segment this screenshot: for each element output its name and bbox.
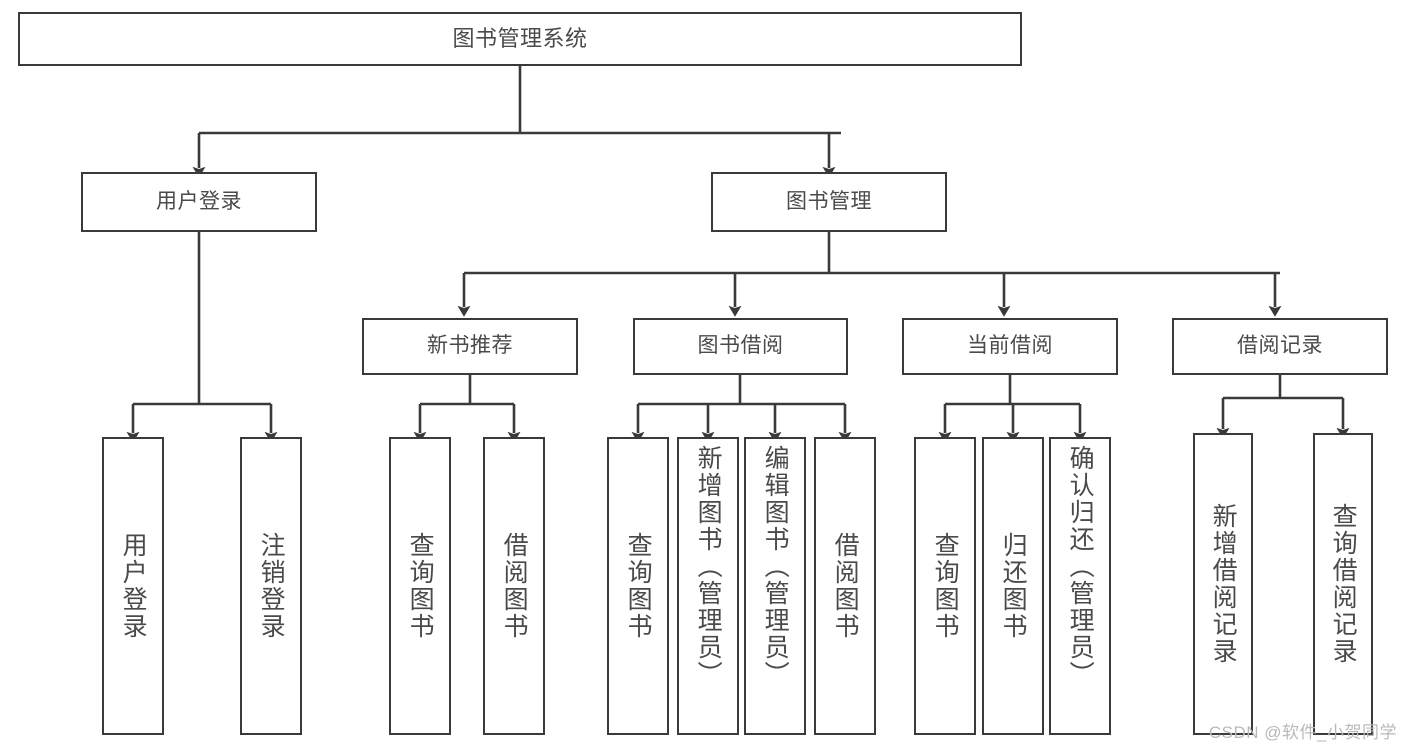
node-label: 当前借阅 [967,334,1053,358]
node-book-management[interactable]: 图书管理 [711,172,947,232]
node-label: 新书推荐 [427,334,513,358]
node-label: 查询图书 [406,532,435,640]
node-label: 图书借阅 [697,334,784,358]
node-current-borrowing[interactable]: 当前借阅 [902,318,1118,375]
node-label: 查询图书 [624,532,653,640]
node-label: 新增借阅记录 [1209,503,1238,665]
node-label: 用户登录 [156,189,242,213]
node-label: 确认归还（管理员） [1066,445,1095,688]
node-label: 查询借阅记录 [1329,503,1358,665]
node-label: 图书管理 [786,189,872,213]
node-label: 图书管理系统 [452,26,588,52]
node-leaf-user-login-logout[interactable]: 注销登录 [240,437,302,735]
node-leaf-book-borrow-add[interactable]: 新增图书（管理员） [677,437,739,735]
node-leaf-book-borrow-edit[interactable]: 编辑图书（管理员） [744,437,806,735]
node-label: 借阅记录 [1237,334,1323,358]
node-label: 注销登录 [257,532,286,640]
node-new-book-recommendation[interactable]: 新书推荐 [362,318,578,375]
node-borrowing-record[interactable]: 借阅记录 [1172,318,1388,375]
node-leaf-new-book-query[interactable]: 查询图书 [389,437,451,735]
node-label: 新增图书（管理员） [694,445,723,688]
node-label: 查询图书 [931,532,960,640]
node-label: 编辑图书（管理员） [761,445,790,688]
node-label: 借阅图书 [831,532,860,640]
node-leaf-borrow-record-query[interactable]: 查询借阅记录 [1313,433,1373,735]
node-label: 借阅图书 [500,532,529,640]
node-leaf-user-login-login[interactable]: 用户登录 [102,437,164,735]
node-leaf-current-borrow-query[interactable]: 查询图书 [914,437,976,735]
node-leaf-new-book-borrow[interactable]: 借阅图书 [483,437,545,735]
node-book-borrowing[interactable]: 图书借阅 [633,318,848,375]
node-leaf-book-borrow-query[interactable]: 查询图书 [607,437,669,735]
node-leaf-borrow-record-add[interactable]: 新增借阅记录 [1193,433,1253,735]
node-root-book-management-system[interactable]: 图书管理系统 [18,12,1022,66]
node-user-login[interactable]: 用户登录 [81,172,317,232]
node-label: 用户登录 [119,532,148,640]
node-leaf-current-borrow-return[interactable]: 归还图书 [982,437,1044,735]
node-leaf-book-borrow-borrow[interactable]: 借阅图书 [814,437,876,735]
watermark-text: CSDN @软件_小贺同学 [1208,723,1397,742]
node-leaf-current-borrow-confirm[interactable]: 确认归还（管理员） [1049,437,1111,735]
node-label: 归还图书 [999,532,1028,640]
